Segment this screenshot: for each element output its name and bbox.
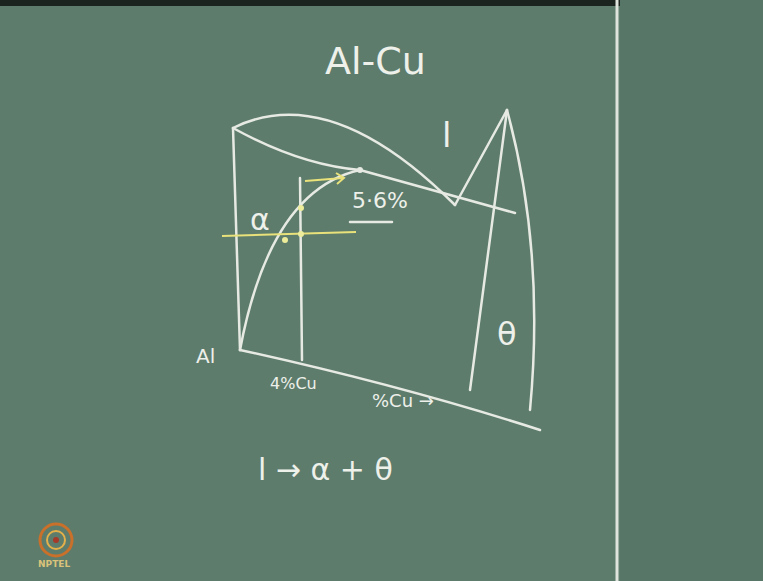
axis-label: %Cu → xyxy=(372,392,434,410)
heating-arrow xyxy=(305,173,344,184)
axis-label: Al xyxy=(196,346,215,366)
watermark: NPTEL xyxy=(38,560,70,569)
board-right-panel xyxy=(620,0,763,581)
reaction-label: l → α + θ xyxy=(258,455,393,485)
theta-right xyxy=(507,110,534,410)
board-edge-line xyxy=(616,0,619,581)
tie-line xyxy=(222,232,356,236)
liquidus-left xyxy=(233,115,455,205)
composition-axis xyxy=(240,350,540,430)
phase-label: θ xyxy=(497,318,517,350)
point xyxy=(357,167,363,173)
diagram-title: Al-Cu xyxy=(325,42,426,80)
point xyxy=(298,205,304,211)
underline xyxy=(350,221,392,224)
al-axis xyxy=(233,128,240,350)
phase-label: l xyxy=(442,118,451,152)
axis-label: 4%Cu xyxy=(270,376,317,392)
logo xyxy=(40,524,72,556)
solidus xyxy=(233,128,360,170)
phase-label: α xyxy=(250,205,270,235)
composition-label: 5·6% xyxy=(352,190,408,212)
point xyxy=(282,237,288,243)
liquidus-right xyxy=(455,110,507,205)
point xyxy=(298,231,304,237)
